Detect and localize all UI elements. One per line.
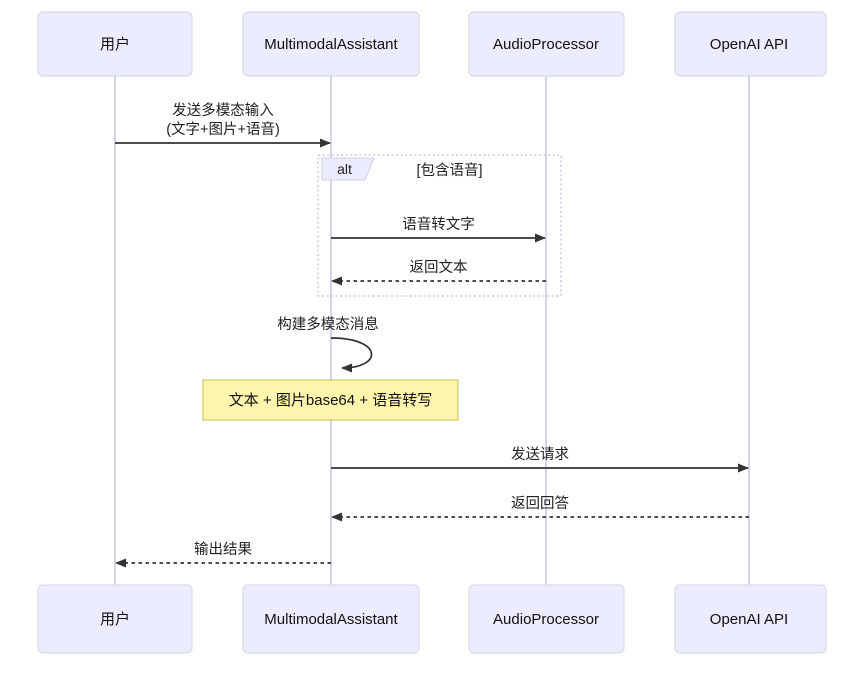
participant-audio-bottom[interactable]: AudioProcessor: [468, 584, 625, 654]
message-m5: 发送请求: [331, 446, 749, 473]
fragment-kind-tab: [321, 157, 375, 181]
participant-openai-top[interactable]: OpenAI API: [674, 11, 827, 77]
message-label: 构建多模态消息: [277, 316, 379, 333]
participant-box: [468, 11, 625, 77]
message-self-loop: [330, 337, 373, 373]
message-m4: 构建多模态消息: [277, 316, 379, 373]
message-label: 发送请求: [511, 446, 569, 463]
participant-user-top[interactable]: 用户: [37, 11, 193, 77]
participant-label: OpenAI API: [710, 36, 788, 53]
participant-label: 用户: [100, 611, 130, 628]
participant-box: [37, 11, 193, 77]
participant-assistant-bottom[interactable]: MultimodalAssistant: [242, 584, 420, 654]
fragment-frame: [317, 154, 562, 297]
fragment-condition-label: [包含语音]: [416, 162, 482, 179]
participant-box: [242, 11, 420, 77]
message-m1: 发送多模态输入 (文字+图片+语音): [115, 102, 331, 148]
message-label: 返回文本: [410, 259, 468, 276]
participant-openai-bottom[interactable]: OpenAI API: [674, 584, 827, 654]
messages-layer: 发送多模态输入 (文字+图片+语音) 语音转文字返回文本构建多模态消息发送请求返回回…: [115, 102, 749, 568]
participant-assistant-top[interactable]: MultimodalAssistant: [242, 11, 420, 77]
participant-box: [242, 584, 420, 654]
message-label: 输出结果: [194, 541, 252, 558]
actors-layer: 用户用户MultimodalAssistantMultimodalAssista…: [37, 11, 827, 654]
message-label: (文字+图片+语音): [166, 121, 280, 138]
message-label: 返回回答: [511, 495, 569, 512]
participant-label: 用户: [100, 36, 130, 53]
lifelines-layer: [114, 76, 750, 585]
participant-box: [674, 11, 827, 77]
message-m3: 返回文本: [331, 259, 546, 286]
message-m7: 输出结果: [115, 541, 331, 568]
notes-layer: 文本 + 图片base64 + 语音转写: [202, 379, 459, 421]
participant-label: MultimodalAssistant: [264, 36, 398, 53]
participant-box: [674, 584, 827, 654]
message-m6: 返回回答: [331, 495, 749, 522]
participant-label: AudioProcessor: [493, 611, 599, 628]
note-box: [202, 379, 459, 421]
participant-box: [468, 584, 625, 654]
message-m2: 语音转文字: [331, 216, 546, 243]
message-label: 语音转文字: [402, 216, 475, 233]
fragment-kind-label: alt: [337, 161, 352, 177]
fragments-layer: alt [包含语音]: [317, 154, 562, 297]
participant-box: [37, 584, 193, 654]
note-note-payload: 文本 + 图片base64 + 语音转写: [202, 379, 459, 421]
participant-user-bottom[interactable]: 用户: [37, 584, 193, 654]
participant-audio-top[interactable]: AudioProcessor: [468, 11, 625, 77]
message-label: 发送多模态输入: [172, 102, 274, 119]
participant-label: OpenAI API: [710, 611, 788, 628]
participant-label: AudioProcessor: [493, 36, 599, 53]
note-label: 文本 + 图片base64 + 语音转写: [229, 392, 432, 409]
fragment-alt-has-voice: alt [包含语音]: [317, 154, 562, 297]
participant-label: MultimodalAssistant: [264, 611, 398, 628]
